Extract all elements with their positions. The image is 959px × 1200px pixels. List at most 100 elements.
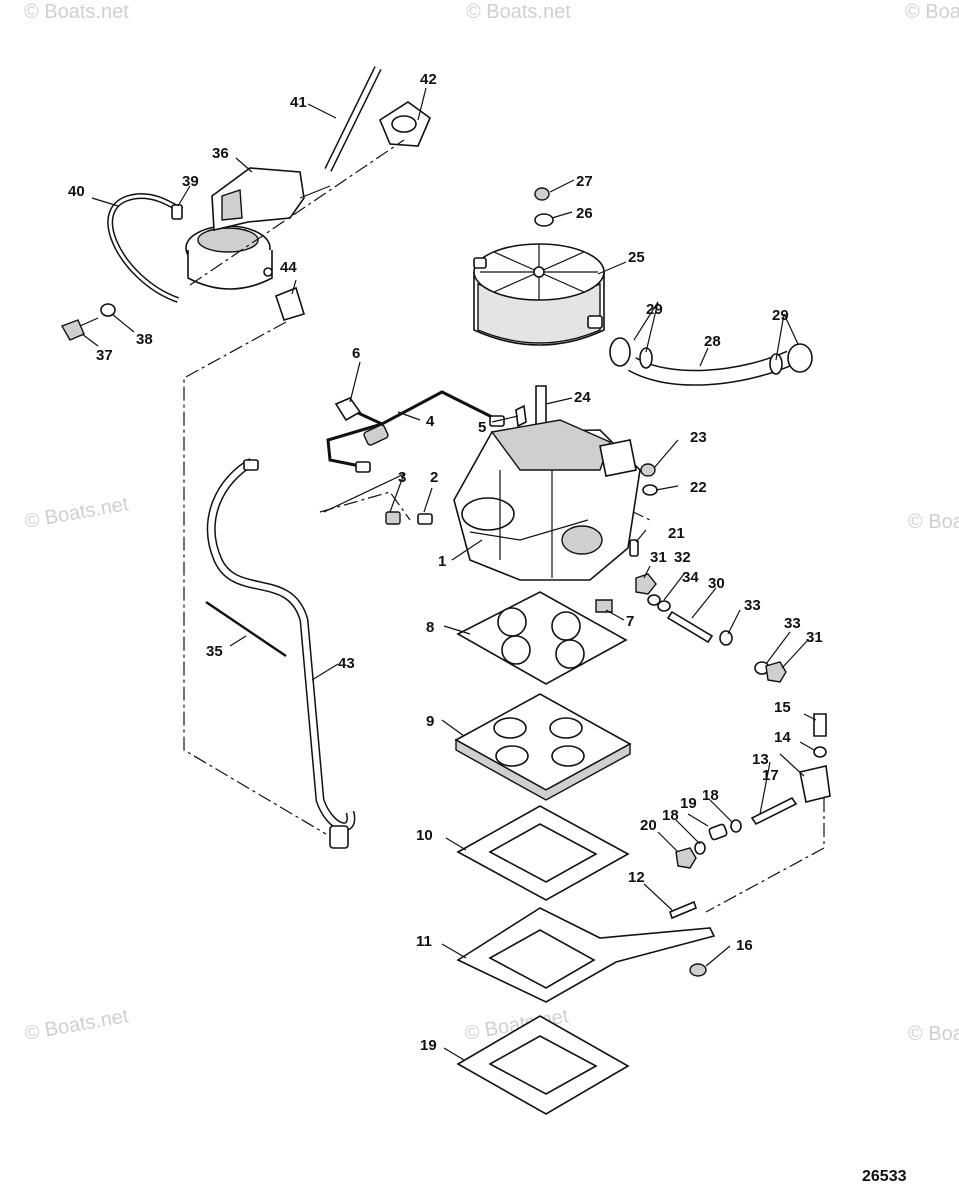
callout-23: 23 <box>690 429 707 446</box>
spacer-9 <box>454 693 632 801</box>
callout-6: 6 <box>352 345 360 362</box>
callout-7: 7 <box>626 613 634 630</box>
stud-30 <box>666 610 714 644</box>
watermark-top-right: © Boats.net <box>905 1 959 23</box>
nut-31-lower <box>765 661 787 683</box>
callout-3: 3 <box>398 469 406 486</box>
plug-7 <box>595 599 613 613</box>
gasket-42 <box>379 101 431 147</box>
filter-2 <box>417 513 433 525</box>
fuel-pump <box>185 167 331 290</box>
washer-38 <box>100 303 116 317</box>
clamp-29-left <box>639 347 653 369</box>
callout-29-left: 29 <box>646 301 663 318</box>
washer-22 <box>642 484 658 496</box>
leader-dashed-left <box>183 321 327 835</box>
nut-27 <box>534 187 550 201</box>
watermark-top-center: © Boats.net <box>466 1 571 23</box>
callout-16: 16 <box>736 937 753 954</box>
callout-19-lower: 19 <box>420 1037 437 1054</box>
callout-18-left: 18 <box>662 807 679 824</box>
gasket-8 <box>456 591 628 685</box>
callout-40: 40 <box>68 183 85 200</box>
pin-21 <box>629 539 639 557</box>
watermark-top-left: © Boats.net <box>24 1 129 23</box>
watermark-mid-right: © Boats.net <box>908 511 959 533</box>
callout-9: 9 <box>426 713 434 730</box>
callout-34: 34 <box>682 569 699 586</box>
washer-18-right <box>730 819 742 833</box>
nut-20 <box>675 847 697 869</box>
stud-17 <box>750 796 798 826</box>
callout-33-lower: 33 <box>784 615 801 632</box>
callout-35: 35 <box>206 643 223 660</box>
callout-29-right: 29 <box>772 307 789 324</box>
fitting-5 <box>515 404 527 428</box>
callout-21: 21 <box>668 525 685 542</box>
callout-8: 8 <box>426 619 434 636</box>
leader-dashed-right <box>705 798 825 913</box>
washer-34 <box>657 600 671 612</box>
nut-16 <box>689 963 707 977</box>
fitting-3 <box>385 511 401 525</box>
bolt-15 <box>813 713 827 737</box>
callout-11: 11 <box>416 933 432 950</box>
callout-38: 38 <box>136 331 153 348</box>
callout-44: 44 <box>280 259 297 276</box>
bolt-37 <box>60 317 99 341</box>
callouts: 41 42 36 39 40 44 38 37 27 26 25 29 28 2… <box>68 71 823 1054</box>
figure-number: 26533 <box>862 1168 907 1185</box>
nut-23 <box>640 463 656 477</box>
callout-10: 10 <box>416 827 433 844</box>
callout-33-upper: 33 <box>744 597 761 614</box>
leader-dashed-top <box>189 139 405 286</box>
callout-43: 43 <box>338 655 355 672</box>
callout-22: 22 <box>690 479 707 496</box>
watermark-bottom-left: © Boats.net <box>23 1005 130 1045</box>
callout-28: 28 <box>704 333 721 350</box>
washer-32 <box>647 594 661 606</box>
gasket-19-lower <box>456 1015 630 1115</box>
callout-20: 20 <box>640 817 657 834</box>
air-cleaner-25 <box>473 243 605 346</box>
callout-42: 42 <box>420 71 437 88</box>
callout-17: 17 <box>762 767 779 784</box>
nut-31-upper <box>635 573 657 595</box>
washer-14 <box>813 746 827 758</box>
callout-12: 12 <box>628 869 645 886</box>
callout-4: 4 <box>426 413 435 430</box>
callout-30: 30 <box>708 575 725 592</box>
clamp-29-right <box>769 353 783 375</box>
gasket-10 <box>456 805 630 901</box>
carburetor-1 <box>453 419 641 581</box>
callout-25: 25 <box>628 249 645 266</box>
callout-31-lower: 31 <box>806 629 823 646</box>
watermark-bottom-right: © Boats.net <box>908 1023 959 1045</box>
spring-12 <box>669 900 697 920</box>
washer-26 <box>534 213 554 227</box>
callout-15: 15 <box>774 699 791 716</box>
washer-18-left <box>694 841 706 855</box>
callout-1: 1 <box>438 553 446 570</box>
gasket-11 <box>456 907 716 1003</box>
callout-5: 5 <box>478 419 486 436</box>
callout-27: 27 <box>576 173 593 190</box>
callout-36: 36 <box>212 145 229 162</box>
fitting-39 <box>171 204 183 220</box>
callout-2: 2 <box>430 469 438 486</box>
fuel-tube-4 <box>326 390 505 473</box>
callout-41: 41 <box>290 94 307 111</box>
callout-18-right: 18 <box>702 787 719 804</box>
leader-dashed-mid <box>319 491 411 521</box>
callout-32: 32 <box>674 549 691 566</box>
sleeve-19-upper <box>708 823 728 841</box>
callout-37: 37 <box>96 347 113 364</box>
bracket-13 <box>799 765 831 803</box>
leader-lines <box>81 87 817 1061</box>
callout-14: 14 <box>774 729 791 746</box>
callout-13: 13 <box>752 751 769 768</box>
callout-24: 24 <box>574 389 591 406</box>
callout-39: 39 <box>182 173 199 190</box>
callout-31-upper: 31 <box>650 549 667 566</box>
